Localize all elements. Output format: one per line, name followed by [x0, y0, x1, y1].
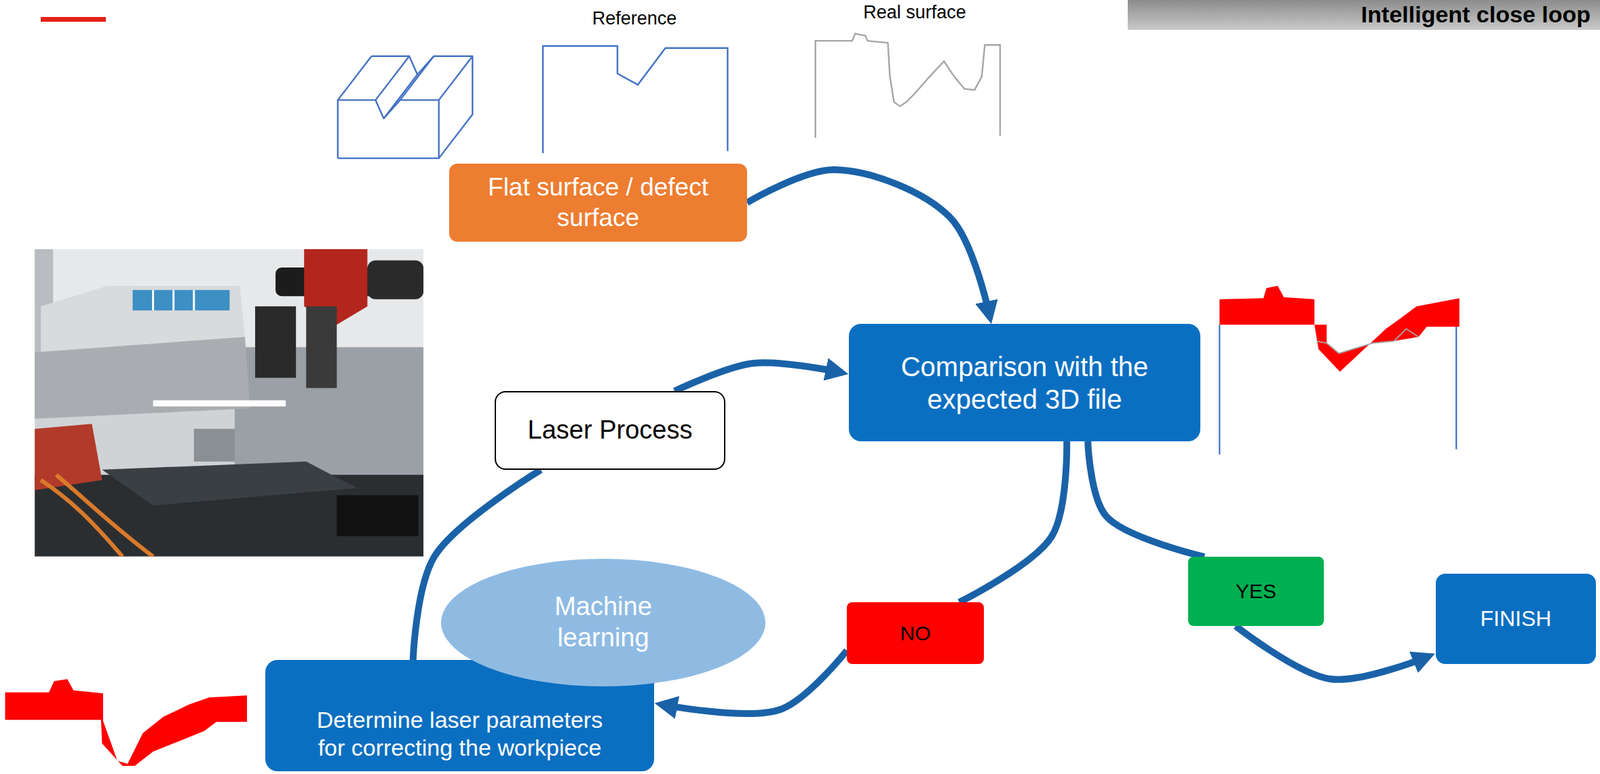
node-text: Determine laser parameters for correctin…: [300, 705, 620, 762]
defect-area: [1314, 297, 1460, 372]
decision-no: NO: [846, 601, 984, 664]
flow-arrow: [1235, 625, 1427, 680]
flow-arrow: [747, 169, 990, 315]
node-text: Machine learning: [518, 591, 689, 653]
profile-label: Reference: [592, 8, 678, 30]
terminal-box: FINISH: [1435, 573, 1596, 664]
flow-arrow: [959, 441, 1068, 602]
workpiece: [194, 428, 235, 462]
stripe-line: [192, 289, 195, 311]
correction-profile: [5, 678, 247, 766]
profile-label: Real surface: [863, 2, 967, 24]
flow-arrow: [674, 362, 840, 391]
node-text: Laser Process: [527, 414, 693, 446]
cable: [40, 479, 123, 557]
real-surface-profile: [815, 33, 1001, 138]
beam-end: [367, 260, 424, 300]
ellipse-shape: [441, 558, 766, 687]
block-edge: [337, 56, 372, 101]
block-back: [371, 56, 473, 159]
node-text: Comparison with the expected 3D file: [861, 350, 1188, 416]
cable-chain: [336, 494, 418, 536]
defect-area: [1219, 285, 1315, 325]
diagram-title: Intelligent close loop: [1361, 1, 1591, 28]
ml-ellipse: Machine learning: [441, 558, 766, 687]
optics-tube: [255, 306, 296, 378]
decision-yes: YES: [1188, 556, 1324, 626]
input-box: Flat surface / defect surface: [449, 163, 748, 242]
accent-bar: [40, 16, 106, 22]
stage-plate: [101, 461, 357, 506]
node-text: NO: [900, 620, 931, 646]
overlay-wall: [1218, 324, 1221, 454]
process-box: Laser Process: [494, 390, 726, 470]
overlay-wall: [1455, 324, 1457, 449]
stripe-line: [172, 289, 175, 311]
flow-arrow: [1087, 441, 1205, 557]
block-front: [337, 99, 440, 159]
light-bar: [153, 400, 287, 407]
stripe-line: [151, 289, 155, 311]
ellipse-fill: [441, 558, 766, 687]
node-text: YES: [1235, 578, 1277, 604]
reference-profile: [542, 46, 728, 154]
block-3d: [337, 56, 473, 159]
process-box: Comparison with the expected 3D file: [848, 323, 1201, 442]
laser-head-stripe: [132, 289, 231, 311]
optics-tube: [306, 306, 337, 388]
drawings: [5, 33, 1460, 766]
machine-photo: [34, 249, 424, 557]
cable: [56, 474, 154, 556]
block-edge: [439, 56, 473, 101]
photo-bg: [34, 249, 424, 557]
surface-trace: [1316, 328, 1419, 353]
block-edge: [384, 74, 418, 119]
block-edge: [400, 56, 435, 101]
comparison-overlay: [1219, 285, 1459, 454]
node-text: FINISH: [1480, 605, 1552, 632]
node-text: Flat surface / defect surface: [458, 172, 738, 233]
